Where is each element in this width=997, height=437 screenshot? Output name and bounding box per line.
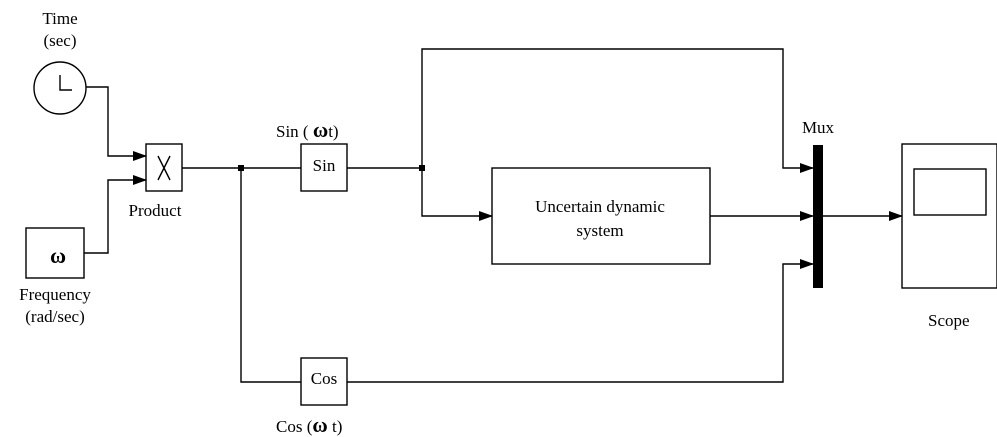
clock-hands-icon xyxy=(59,75,72,91)
sin-label: Sin ( ωt) xyxy=(276,118,339,142)
frequency-block[interactable]: ω Frequency (rad/sec) xyxy=(19,227,91,326)
clock-to-product-line xyxy=(86,86,147,161)
cos-block[interactable]: Cos Cos (ω t) xyxy=(276,357,348,437)
frequency-value: ω xyxy=(50,243,66,268)
scope-block[interactable]: Scope xyxy=(901,143,997,330)
sin-to-system-line xyxy=(421,168,493,221)
frequency-box xyxy=(25,227,85,279)
frequency-label-line2: (rad/sec) xyxy=(25,307,84,326)
cos-to-mux-line xyxy=(347,259,814,383)
clock-block[interactable]: Time (sec) xyxy=(33,9,87,115)
clock-label-line2: (sec) xyxy=(43,31,76,50)
branch-point-dot xyxy=(238,165,244,171)
product-block[interactable]: Product xyxy=(129,143,183,220)
clock-label-line1: Time xyxy=(42,9,77,28)
uncertain-system-box xyxy=(491,167,711,265)
cos-label: Cos (ω t) xyxy=(276,413,342,437)
product-label: Product xyxy=(129,201,182,220)
uncertain-system-block[interactable]: Uncertain dynamic system xyxy=(491,167,711,265)
frequency-to-product-line xyxy=(84,175,147,254)
uncertain-system-line1: Uncertain dynamic xyxy=(535,197,665,216)
cos-text: Cos xyxy=(311,369,337,388)
scope-screen-icon xyxy=(913,168,987,216)
mux-block[interactable]: Mux xyxy=(802,118,835,288)
scope-box xyxy=(901,143,997,289)
scope-label: Scope xyxy=(928,311,970,330)
mux-label: Mux xyxy=(802,118,835,137)
branch-point-dot xyxy=(419,165,425,171)
signal-lines xyxy=(84,48,903,383)
frequency-label-line1: Frequency xyxy=(19,285,91,304)
sin-text: Sin xyxy=(313,156,336,175)
uncertain-system-line2: system xyxy=(576,221,623,240)
branch-to-cos-line xyxy=(240,168,301,383)
sin-box xyxy=(300,143,348,192)
product-symbol-icon xyxy=(157,155,171,181)
sin-block[interactable]: Sin ( ωt) Sin xyxy=(276,118,348,192)
sin-to-mux-line xyxy=(421,48,814,173)
cos-box xyxy=(300,357,348,406)
mux-bar xyxy=(813,145,823,288)
